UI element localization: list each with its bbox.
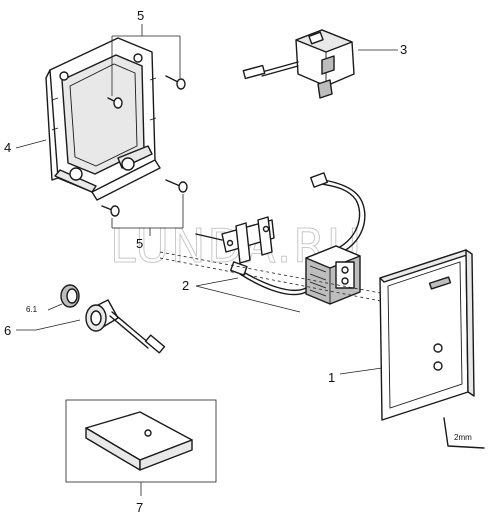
electronics-module-part-2 [195, 172, 366, 305]
callout-6-1: 6.1 [26, 305, 38, 314]
callout-2-lead-a [195, 277, 239, 287]
callout-2: 2 [182, 278, 189, 293]
cartridge-part-6 [85, 299, 166, 354]
screw-lower-right [165, 179, 188, 193]
callout-6: 6 [4, 323, 11, 338]
allen-key-tool: 2mm [443, 417, 485, 449]
remote-control-part-7 [65, 399, 217, 496]
callout-7: 7 [136, 500, 143, 515]
screw-upper-right [165, 75, 186, 90]
callout-5-top: 5 [137, 8, 144, 23]
callout-5-mid: 5 [136, 236, 143, 251]
callout-1-lead [339, 367, 383, 375]
callout-4: 4 [4, 140, 11, 155]
screw-upper-left [107, 97, 123, 109]
faceplate-part-1 [379, 249, 475, 421]
callout-6-lead [16, 319, 81, 331]
callout-1: 1 [328, 370, 335, 385]
cap-part-6-1 [60, 284, 80, 308]
screw-lower-left [101, 205, 120, 217]
tool-size-label: 2mm [454, 433, 472, 442]
callout-5-top-bracket [111, 24, 181, 96]
mounting-frame-part-4 [45, 37, 161, 201]
callout-6-1-lead [47, 303, 63, 311]
remote-keypad [144, 429, 152, 437]
solenoid-valve-part-3 [242, 29, 355, 99]
callout-5-mid-bracket [111, 194, 184, 236]
callout-2-lead-b [195, 285, 301, 313]
callout-3: 3 [400, 42, 407, 57]
callout-4-lead [15, 139, 47, 149]
